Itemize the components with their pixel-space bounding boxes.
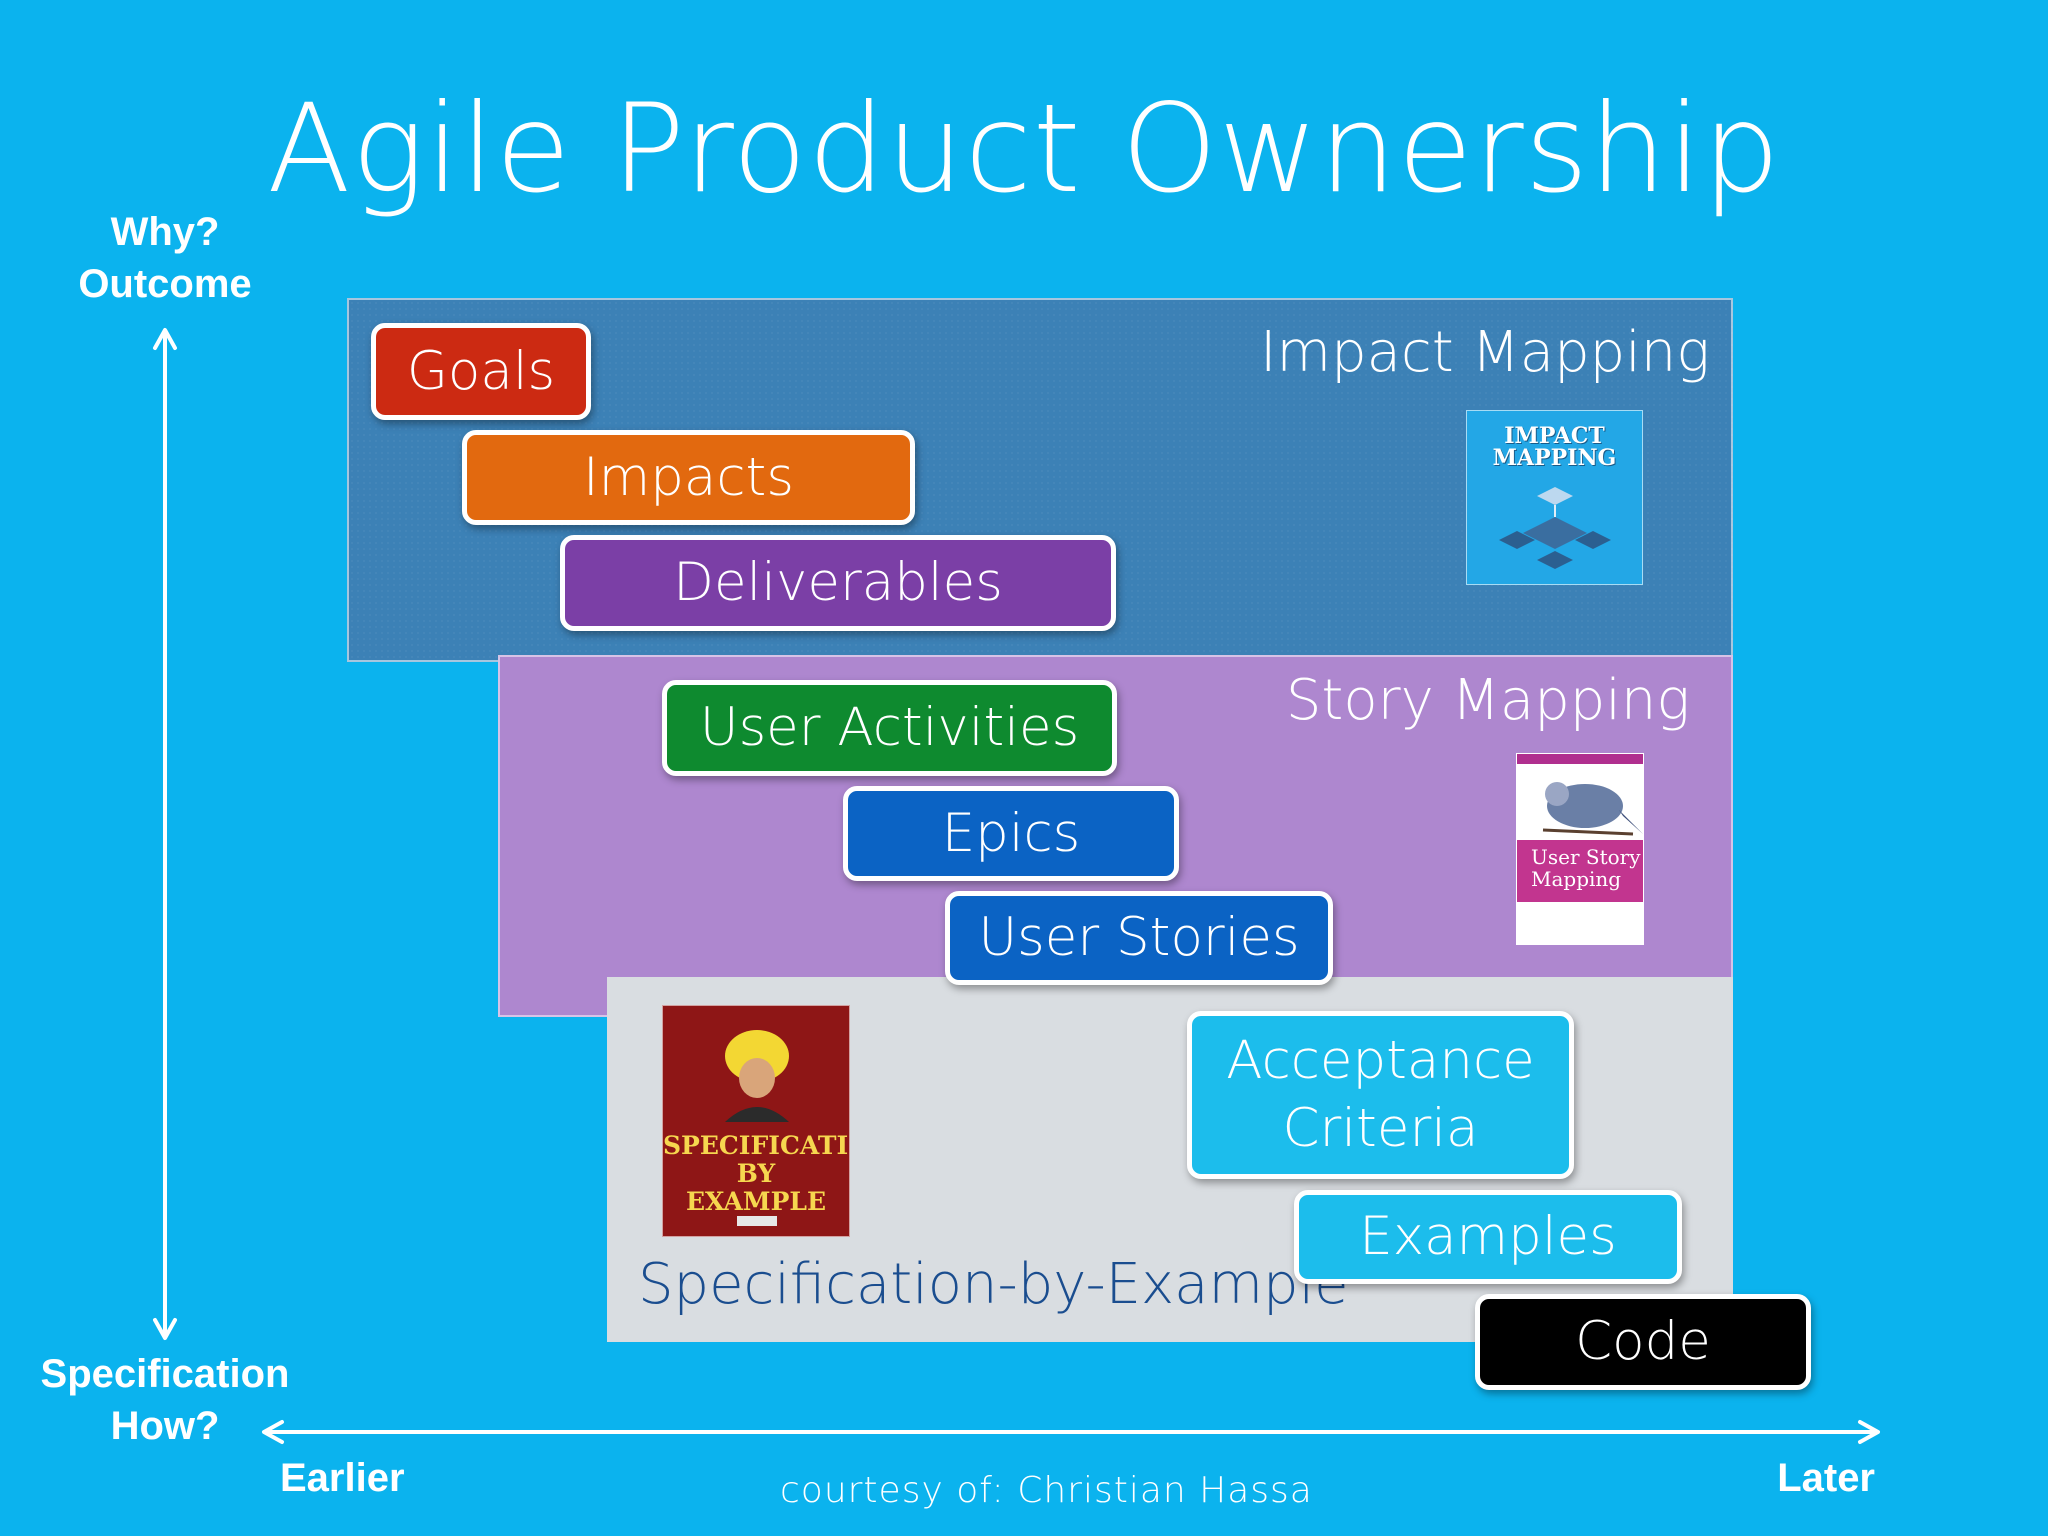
story-book-title-band: User Story Mapping — [1517, 840, 1643, 902]
impacts-box: Impacts — [462, 430, 915, 525]
specification-book-title: SPECIFICATION BY EXAMPLE — [663, 1131, 849, 1216]
story-mapping-book-title: User Story Mapping — [1531, 845, 1641, 891]
x-axis-right-label: Later — [1777, 1456, 1875, 1500]
x-axis-left-label: Earlier — [280, 1456, 405, 1500]
impact-mapping-label: Impact Mapping — [1260, 320, 1710, 385]
story-mapping-label: Story Mapping — [1285, 668, 1690, 733]
goals-box: Goals — [371, 323, 591, 420]
y-axis-bottom-line-1: Specification — [40, 1352, 290, 1396]
examples-box: Examples — [1294, 1190, 1682, 1284]
impact-mapping-book-title: IMPACT MAPPING — [1492, 423, 1617, 471]
publisher-logo-icon — [737, 1216, 777, 1226]
story-mapping-book-cover: User Story Mapping — [1516, 753, 1644, 945]
impact-mapping-book-cover: IMPACT MAPPING — [1466, 410, 1643, 585]
user-activities-box: User Activities — [662, 680, 1117, 776]
courtesy-credit: courtesy of: Christian Hassa — [780, 1470, 1313, 1511]
acceptance-criteria-line-1: Acceptance — [1226, 1030, 1535, 1091]
y-axis-bottom-label: Specification How? — [10, 1348, 320, 1452]
acceptance-criteria-box: Acceptance Criteria — [1187, 1011, 1574, 1179]
y-axis-arrow-down — [153, 1318, 177, 1340]
y-axis-arrow-up — [153, 328, 177, 350]
specification-book-art — [725, 1030, 789, 1122]
acceptance-criteria-line-2: Criteria — [1282, 1098, 1479, 1159]
code-box: Code — [1475, 1294, 1811, 1390]
specification-by-example-label: Specification-by-Example — [638, 1252, 1349, 1317]
x-axis-arrow-right — [1858, 1420, 1880, 1444]
deliverables-box: Deliverables — [560, 535, 1116, 631]
user-stories-box: User Stories — [945, 891, 1333, 985]
impact-mapping-book-art — [1499, 487, 1611, 569]
y-axis-top-line-2: Outcome — [78, 262, 252, 306]
epics-box: Epics — [843, 786, 1179, 881]
y-axis-bottom-line-2: How? — [110, 1404, 220, 1448]
y-axis-top-line-1: Why? — [110, 210, 220, 254]
story-mapping-book-art — [1542, 782, 1643, 836]
specification-by-example-book-cover: SPECIFICATION BY EXAMPLE — [662, 1005, 850, 1237]
x-axis-arrow-left — [262, 1420, 284, 1444]
page-title: Agile Product Ownership — [267, 78, 1781, 220]
y-axis-top-label: Why? Outcome — [40, 206, 290, 310]
story-book-top-bar — [1517, 754, 1643, 764]
